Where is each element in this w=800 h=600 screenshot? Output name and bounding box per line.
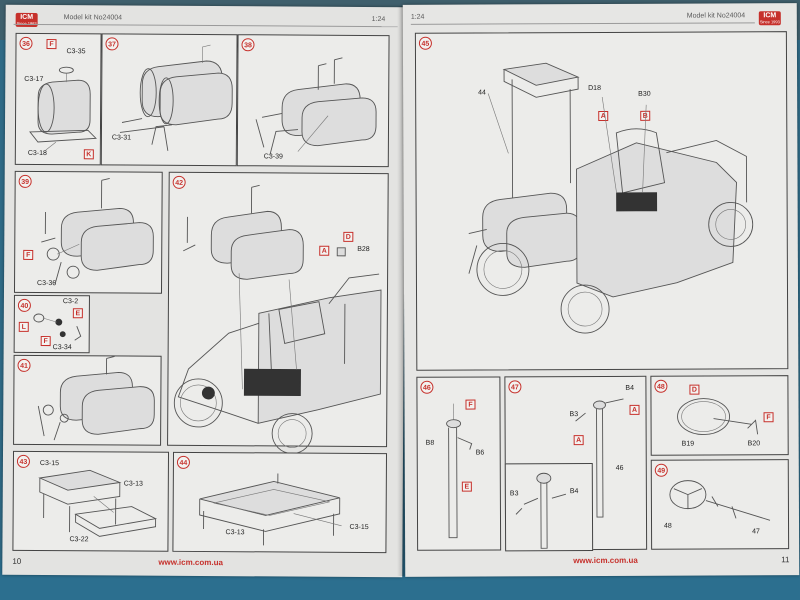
step-37-panel: 37 C3-31 [100,33,238,167]
step-41-panel: 41 [13,354,162,446]
steering-gear-detail-drawing [515,472,567,549]
step-40-panel: 40 C3-2 E L F C3-34 [13,294,90,354]
car-complete-assembly-drawing [468,62,754,334]
step-43-panel: 43 C3-15 C3-13 C3-22 [12,450,170,552]
twin-tank-drawing [119,44,233,151]
website-link[interactable]: www.icm.com.ua [158,557,223,568]
steering-wheel-drawing [677,398,759,436]
website-link[interactable]: www.icm.com.ua [573,555,638,566]
header-rule [13,23,398,28]
step-47-panel: 47 B4 A B3 A 46 B3 B4 [504,375,648,552]
tank-bracket-drawing [255,57,377,156]
car-body-assembly-drawing [173,184,382,454]
step-46-panel: 46 F B8 B6 E [416,376,502,551]
luggage-rack-drawing [199,473,342,546]
fuel-tank-drawing [29,66,97,151]
page-number: 10 [12,556,22,566]
tank-lamp-assembly-drawing [37,356,155,441]
wheel-to-column-drawing [669,480,771,521]
steering-column-drawing [446,403,473,539]
step-47-detail: B3 B4 [504,463,594,552]
step-45-panel: 45 44 D18 B30 A B [414,31,789,371]
kit-number-header: Model kit No24004 [63,14,123,22]
step-38-panel: 38 C3-39 [236,34,390,168]
header-rule [410,22,755,25]
step-36-panel: 36 F C3-35 C3-17 C3-18 K [14,32,102,166]
tank-assembly-drawing [41,177,154,285]
page-number: 11 [781,555,790,565]
scale-header: 1:24 [410,13,425,21]
steering-linkage-drawing [575,398,624,518]
step-49-panel: 49 48 47 [650,459,790,550]
step-39-panel: 39 F C3-36 [13,170,163,294]
step-48-panel: 48 D F B19 B20 [650,375,789,456]
scale-header: 1:24 [371,16,386,24]
kit-number-header: Model kit No24004 [686,12,746,20]
headlamp-drawing [33,313,82,341]
step-44-panel: 44 C3-13 C3-15 [172,451,388,554]
step-42-panel: 42 D A B28 [167,171,389,454]
luggage-tray-drawing [38,469,158,537]
